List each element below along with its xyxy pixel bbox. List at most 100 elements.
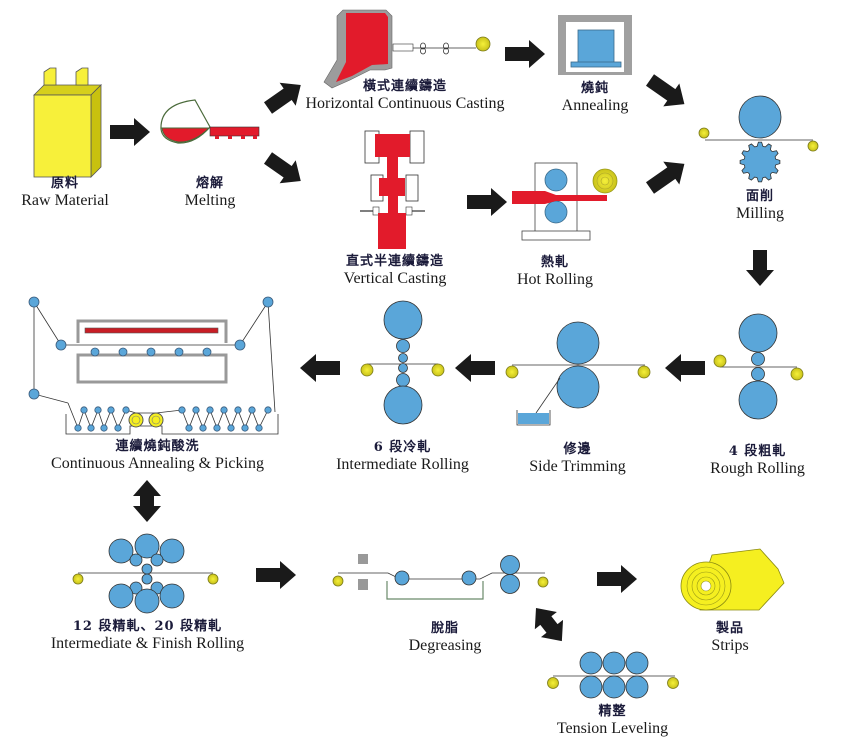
continuous-annealing-icon <box>28 296 279 435</box>
step-label-milling: 面削 Milling <box>710 189 810 223</box>
guide-roller <box>90 347 100 357</box>
zh-label: 直式半連續鑄造 <box>345 254 444 269</box>
hot-rolling-icon <box>512 162 618 241</box>
step-label-continuous-annealing: 連續燒鈍酸洗 Continuous Annealing & Picking <box>25 439 290 473</box>
intermediate-rolling-icon <box>360 300 445 425</box>
guide-roller <box>234 406 242 414</box>
guide-roller <box>262 296 274 308</box>
zh-label: 脫脂 <box>430 621 459 636</box>
zh-label: 連續燒鈍酸洗 <box>115 439 200 454</box>
flow-arrow-melting-to-vertical-casting <box>263 152 301 184</box>
en-label: Milling <box>735 204 784 222</box>
guide-roller <box>80 406 88 414</box>
step-label-strips: 製品 Strips <box>690 621 770 655</box>
guide-roller <box>192 406 200 414</box>
flow-arrow-annealing-to-milling <box>645 74 685 107</box>
raw-material-icon <box>33 67 102 178</box>
step-label-tension-leveling: 精整 Tension Leveling <box>545 704 680 738</box>
guide-roller <box>202 347 212 357</box>
en-label: Annealing <box>561 96 629 114</box>
strips-icon <box>680 548 785 611</box>
finish-rolling-icon <box>72 533 219 614</box>
guide-roller <box>199 424 207 432</box>
flow-arrow-degreasing-to-strips <box>597 565 637 593</box>
melting-icon <box>160 99 260 144</box>
flow-arrow-rough-rolling-to-side-trimming <box>665 354 705 382</box>
en-label: Tension Leveling <box>556 719 669 737</box>
flow-arrow-finish-rolling-to-degreasing <box>256 561 296 589</box>
zh-label: 6 段冷軋 <box>373 440 432 455</box>
step-label-side-trimming: 修邊 Side Trimming <box>515 442 640 476</box>
flow-arrow-horizontal-casting-to-annealing <box>505 40 545 68</box>
en-label: Degreasing <box>408 636 482 654</box>
en-label: Hot Rolling <box>516 270 593 288</box>
en-label: Intermediate & Finish Rolling <box>50 634 245 652</box>
guide-roller <box>220 406 228 414</box>
annealing-icon <box>558 15 632 75</box>
flow-arrow-continuous-annealing-to-finish-rolling <box>133 480 161 522</box>
guide-roller <box>94 406 102 414</box>
guide-roller <box>114 424 122 432</box>
guide-roller <box>264 406 272 414</box>
flow-arrow-milling-to-rough-rolling <box>746 250 774 286</box>
flow-arrow-melting-to-horizontal-casting <box>263 82 301 114</box>
rough-rolling-icon <box>713 313 804 420</box>
en-label: Continuous Annealing & Picking <box>51 454 264 472</box>
zh-label: 燒鈍 <box>580 81 609 96</box>
step-label-hot-rolling: 熱軋 Hot Rolling <box>505 255 605 289</box>
step-label-finish-rolling: 12 段精軋、20 段精軋 Intermediate & Finish Roll… <box>30 619 265 653</box>
guide-roller <box>74 424 82 432</box>
step-label-rough-rolling: 4 段粗軋 Rough Rolling <box>700 444 815 478</box>
guide-roller <box>146 347 156 357</box>
step-label-degreasing: 脫脂 Degreasing <box>390 621 500 655</box>
flow-arrow-hot-rolling-to-milling <box>645 161 685 194</box>
en-label: Vertical Casting <box>343 269 447 287</box>
en-label: Strips <box>711 636 749 654</box>
horizontal-casting-icon <box>323 9 491 89</box>
en-label: Side Trimming <box>529 457 626 475</box>
zh-label: 12 段精軋、20 段精軋 <box>72 619 223 634</box>
guide-roller <box>174 347 184 357</box>
en-label: Melting <box>184 191 236 209</box>
vertical-casting-icon <box>360 130 425 249</box>
step-label-intermediate-rolling: 6 段冷軋 Intermediate Rolling <box>320 440 485 474</box>
acid-tank <box>65 414 279 435</box>
degreasing-icon <box>332 554 549 600</box>
guide-roller <box>213 424 221 432</box>
milling-icon <box>698 95 819 183</box>
zh-label: 面削 <box>745 189 774 204</box>
milling-cutter-gear <box>739 141 781 183</box>
zh-label: 修邊 <box>563 442 592 457</box>
guide-roller <box>55 339 67 351</box>
guide-roller <box>178 406 186 414</box>
flow-arrow-vertical-casting-to-hot-rolling <box>467 188 507 216</box>
guide-roller <box>107 406 115 414</box>
guide-roller <box>255 424 263 432</box>
zh-label: 製品 <box>715 621 744 636</box>
flow-arrow-degreasing-to-tension-leveling <box>534 608 564 642</box>
tension-leveling-icon <box>547 651 679 699</box>
step-label-vertical-casting: 直式半連續鑄造 Vertical Casting <box>320 254 470 288</box>
en-label: Horizontal Continuous Casting <box>305 94 505 112</box>
zh-label: 原料 <box>50 176 79 191</box>
step-label-raw-material: 原料 Raw Material <box>10 176 120 210</box>
step-label-horizontal-casting: 橫式連續鑄造 Horizontal Continuous Casting <box>295 79 515 113</box>
zh-label: 精整 <box>598 704 627 719</box>
guide-roller <box>185 424 193 432</box>
flow-arrow-raw-material-to-melting <box>110 118 150 146</box>
flow-arrow-intermediate-rolling-to-continuous-annealing <box>300 354 340 382</box>
guide-roller <box>122 406 130 414</box>
step-label-melting: 熔解 Melting <box>155 176 265 210</box>
en-label: Intermediate Rolling <box>336 455 469 473</box>
guide-roller <box>100 424 108 432</box>
guide-roller <box>227 424 235 432</box>
zh-label: 4 段粗軋 <box>728 444 787 459</box>
guide-roller <box>234 339 246 351</box>
zh-label: 熱軋 <box>540 255 569 270</box>
zh-label: 橫式連續鑄造 <box>362 79 447 94</box>
guide-roller <box>248 406 256 414</box>
guide-roller <box>241 424 249 432</box>
zh-label: 熔解 <box>195 176 224 191</box>
en-label: Raw Material <box>21 191 109 209</box>
